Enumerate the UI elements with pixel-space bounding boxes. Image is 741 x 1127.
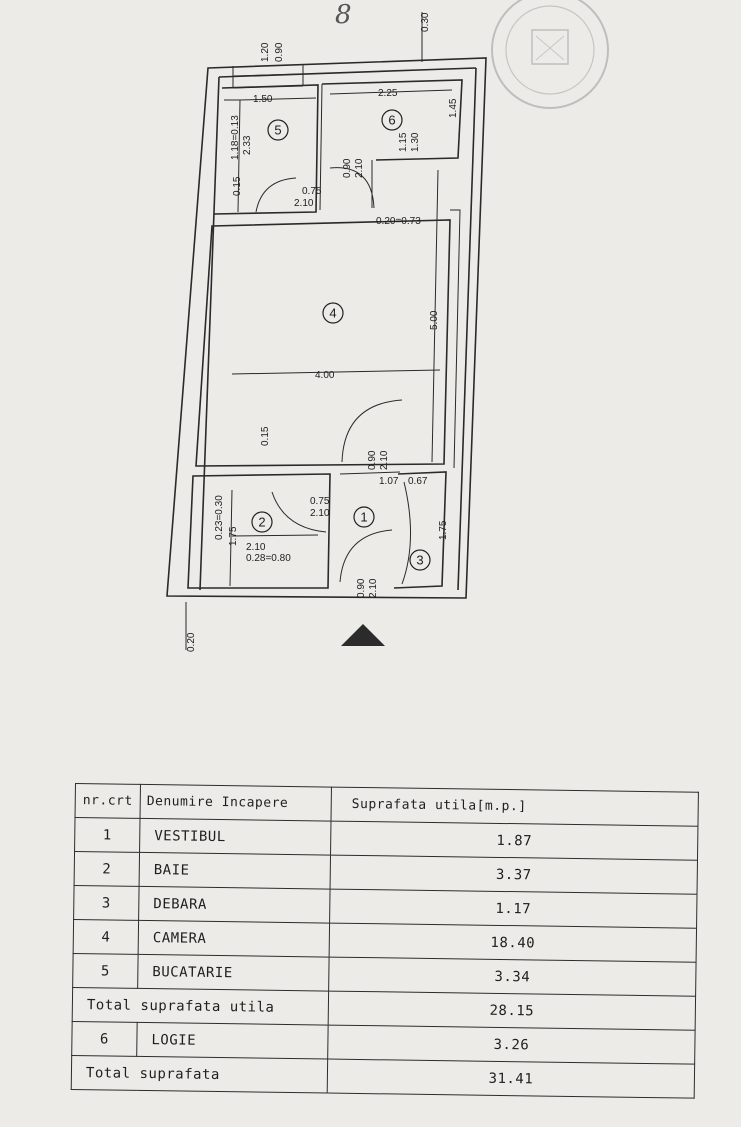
dim-label: 2.10 <box>246 542 266 553</box>
dim-label: 1.30 <box>410 132 421 152</box>
row-area: 1.17 <box>329 889 698 929</box>
entrance-arrow-icon <box>341 624 385 646</box>
row-area: 18.40 <box>329 923 697 963</box>
dimension-labels: 1.50 2.25 0.75 2.10 0.20=0.73 4.00 1.07 … <box>186 12 459 652</box>
row-nr: 5 <box>72 953 139 989</box>
dim-label: 1.18=0.13 <box>230 115 241 160</box>
dim-label: 2.33 <box>242 135 253 155</box>
dim-label: 1.45 <box>448 98 459 118</box>
col-header-area: Suprafata utila[m.p.] <box>330 787 699 827</box>
table-total-row: Total suprafata 31.41 <box>71 1055 695 1099</box>
row-name: BAIE <box>139 852 331 890</box>
col-header-name: Denumire Incapere <box>140 784 332 822</box>
row-area: 3.26 <box>327 1025 696 1065</box>
room-number-4: 4 <box>329 306 336 321</box>
dim-label: 2.10 <box>368 578 379 598</box>
dim-label: 1.75 <box>438 520 449 540</box>
col-header-nr: nr.crt <box>75 783 141 819</box>
dim-label: 2.25 <box>378 88 398 99</box>
bottom-rooms-walls <box>187 399 447 589</box>
total-useful-value: 28.15 <box>328 991 696 1031</box>
dim-label: 0.67 <box>408 476 428 487</box>
dim-label: 1.75 <box>228 526 239 546</box>
dim-label: 1.15 <box>398 132 409 152</box>
dim-label: 1.20 <box>260 42 271 62</box>
logia-walls <box>319 79 463 211</box>
dim-label: 0.90 <box>342 158 353 178</box>
room-number-1: 1 <box>360 510 367 525</box>
row-name: CAMERA <box>138 920 330 958</box>
dim-label: 0.28=0.80 <box>246 553 291 564</box>
row-area: 3.34 <box>328 957 697 997</box>
room-markers: 5 6 4 2 1 3 <box>251 109 431 571</box>
dim-label: 5.00 <box>429 310 440 330</box>
dim-label: 0.20=0.73 <box>376 216 421 227</box>
floor-plan: 5 6 4 2 1 3 1.50 2.25 0.75 2.10 0.20=0.7… <box>166 12 487 652</box>
row-area: 1.87 <box>330 821 698 861</box>
dim-label: 4.00 <box>315 370 335 381</box>
dim-label: 1.07 <box>379 476 399 487</box>
dim-label: 2.10 <box>379 450 390 470</box>
room-area-table: nr.crt Denumire Incapere Suprafata utila… <box>71 783 699 1099</box>
row-name: LOGIE <box>136 1022 329 1060</box>
official-stamp <box>491 0 609 109</box>
room-number-6: 6 <box>388 113 395 128</box>
dim-label: 2.10 <box>294 198 314 209</box>
dim-label: 2.10 <box>310 508 330 519</box>
handwritten-mark: 8 <box>335 0 352 30</box>
row-nr: 3 <box>73 885 140 921</box>
row-nr: 1 <box>74 817 141 853</box>
dim-label: 0.23=0.30 <box>214 495 225 540</box>
row-nr: 6 <box>71 1021 138 1057</box>
dim-label: 1.50 <box>253 94 273 105</box>
dim-label: 0.15 <box>232 176 243 196</box>
area-table: nr.crt Denumire Incapere Suprafata utila… <box>71 783 699 1099</box>
room-camera-walls <box>195 209 461 469</box>
total-value: 31.41 <box>327 1059 695 1099</box>
row-nr: 4 <box>73 919 139 955</box>
dim-label: 0.90 <box>367 450 378 470</box>
dim-label: 0.30 <box>420 12 431 32</box>
row-nr: 2 <box>74 851 140 887</box>
room-number-2: 2 <box>258 515 265 530</box>
room-number-3: 3 <box>416 553 423 568</box>
dim-label: 0.90 <box>356 578 367 598</box>
row-name: BUCATARIE <box>137 954 330 992</box>
dim-label: 0.75 <box>302 186 322 197</box>
dim-label: 2.10 <box>354 158 365 178</box>
total-label: Total suprafata <box>71 1055 328 1094</box>
row-name: VESTIBUL <box>139 818 331 856</box>
dim-label: 0.90 <box>274 42 285 62</box>
dimension-lines <box>185 12 453 650</box>
dim-label: 0.15 <box>260 426 271 446</box>
room-number-5: 5 <box>274 123 281 138</box>
total-useful-label: Total suprafata utila <box>72 987 329 1026</box>
dim-label: 0.20 <box>186 632 197 652</box>
row-name: DEBARA <box>138 886 331 924</box>
row-area: 3.37 <box>330 855 698 895</box>
dim-label: 0.75 <box>310 496 330 507</box>
